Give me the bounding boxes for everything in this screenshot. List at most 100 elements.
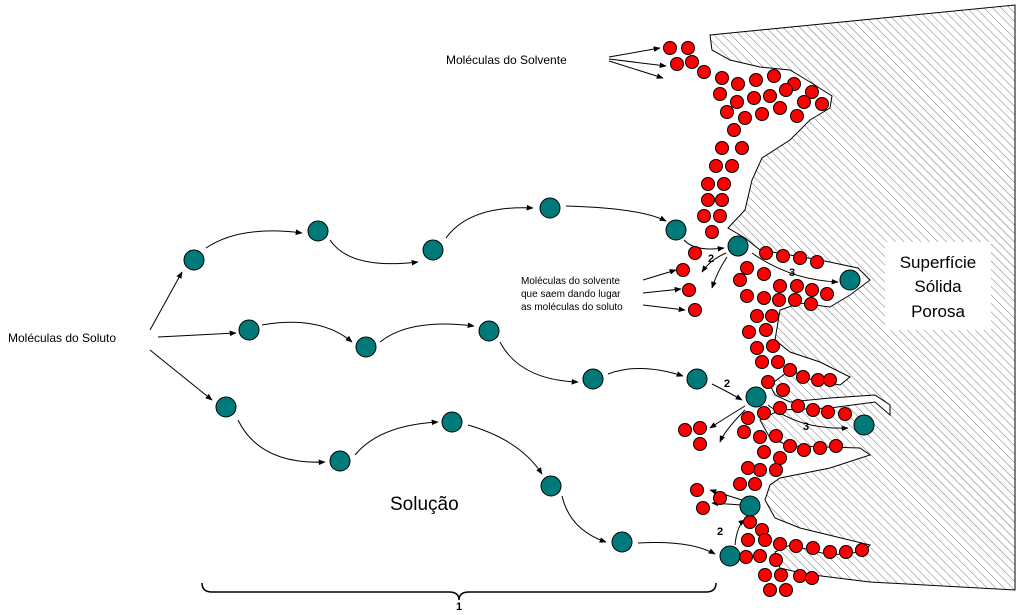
solvent-molecule (757, 267, 771, 281)
solute-molecule (355, 336, 377, 358)
solvent-molecule (725, 159, 739, 173)
solvent-molecule (748, 477, 762, 491)
solvent-molecule (713, 87, 727, 101)
arrow (642, 304, 686, 313)
solvent-molecule (771, 355, 785, 369)
solvent-molecule (753, 430, 767, 444)
solvent-molecule (776, 383, 790, 397)
arrow (467, 424, 543, 475)
arrow (499, 341, 579, 385)
solvent-molecule (742, 325, 756, 339)
solute-molecule (215, 396, 237, 418)
solvent-molecule (773, 451, 787, 465)
solvent-molecule (766, 339, 780, 353)
arrow (642, 269, 677, 281)
solvent-molecule (773, 279, 787, 293)
arrow (561, 495, 607, 543)
solvent-molecule (811, 373, 825, 387)
solvent-molecule (765, 309, 779, 323)
solvent-molecule (776, 249, 790, 263)
solvent-molecule (663, 41, 677, 55)
solvent-molecule (685, 55, 699, 69)
solvent-molecule (705, 225, 719, 239)
solvent-molecule (740, 261, 754, 275)
solvent-molecule (821, 405, 835, 419)
solvent-molecule (769, 553, 783, 567)
solvent-molecule (737, 425, 751, 439)
solute-molecule (853, 414, 875, 436)
solvent-molecule (755, 107, 769, 121)
solute-molecule (739, 495, 761, 517)
arrow (565, 205, 667, 222)
solvent-molecule (753, 463, 767, 477)
arrow (719, 409, 746, 443)
solvent-molecule (783, 363, 797, 377)
leaving-solvent-line3: as moléculas do soluto (521, 302, 623, 313)
solvent-molecule (804, 297, 818, 311)
solvent-molecule (823, 373, 837, 387)
solvent-molecule (797, 95, 811, 109)
step-3-label: 3 (803, 421, 809, 433)
solvent-molecule (757, 406, 771, 420)
solvent-molecule (739, 550, 753, 564)
step-2-label: 2 (708, 253, 714, 265)
solvent-molecule (735, 141, 749, 155)
solvent-molecule (779, 83, 793, 97)
arrow (445, 204, 534, 239)
solvent-molecule (697, 209, 711, 223)
solvent-molecule (761, 375, 775, 389)
solvent-molecule (791, 399, 805, 413)
arrow (149, 271, 183, 331)
solvent-molecule (806, 403, 820, 417)
solvent-molecule (788, 293, 802, 307)
solvent-molecule (741, 533, 755, 547)
solvent-molecule (715, 193, 729, 207)
solvent-molecule (757, 291, 771, 305)
solvent-molecule (805, 283, 819, 297)
solvent-molecule (839, 545, 853, 559)
solvent-molecule (681, 41, 695, 55)
solvent-molecule (783, 439, 797, 453)
solute-molecule (478, 320, 500, 342)
solvent-molecules-group (663, 41, 869, 597)
solvent-molecule (796, 370, 810, 384)
surface-label-line3: Porosa (911, 302, 965, 321)
solvent-molecule (779, 583, 793, 597)
solvent-molecule (715, 71, 729, 85)
solvent-molecule (773, 401, 787, 415)
solvent-molecule (740, 289, 754, 303)
solute-molecule (238, 319, 260, 341)
arrow (608, 58, 667, 69)
step-2-label: 2 (724, 378, 730, 390)
arrow (637, 542, 716, 555)
solvent-molecule (805, 571, 819, 585)
solvent-molecule (855, 543, 869, 557)
solvent-molecule (678, 423, 692, 437)
arrow (205, 229, 303, 249)
arrow (751, 252, 839, 285)
solvent-molecule (790, 279, 804, 293)
solvent-molecule (838, 407, 852, 421)
solute-molecule (539, 197, 561, 219)
solvent-molecule (790, 109, 804, 123)
solvent-molecule (749, 73, 763, 87)
solvent-molecule (733, 273, 747, 287)
solute-molecule (727, 235, 749, 257)
solvent-molecule (750, 309, 764, 323)
solvent-molecule (750, 341, 764, 355)
solute-molecule (422, 239, 444, 261)
solvent-molecule (758, 533, 772, 547)
arrow (329, 239, 419, 266)
solute-molecules-label: Moléculas do Soluto (8, 331, 116, 345)
solvent-molecule (693, 437, 707, 451)
solvent-molecule (813, 441, 827, 455)
arrow (608, 60, 664, 79)
solvent-molecule (767, 69, 781, 83)
solute-molecule (183, 249, 205, 271)
solute-molecule (719, 545, 741, 567)
solvent-molecule (741, 411, 755, 425)
step-2-label: 2 (717, 526, 723, 538)
solvent-molecule (797, 443, 811, 457)
solvent-molecule (688, 246, 702, 260)
